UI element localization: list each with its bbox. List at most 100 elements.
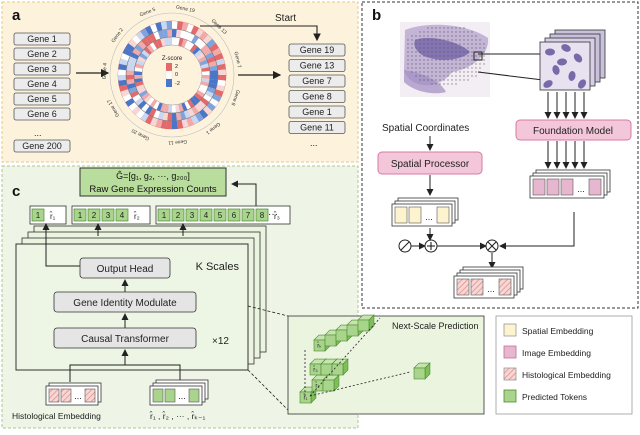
gene-label: Gene 5 xyxy=(27,94,57,104)
token-cube xyxy=(413,367,426,380)
patch-to-model-arrows xyxy=(544,92,588,119)
next-scale-cubes: r̂₁r̂₂r̂₃r̂ₖ xyxy=(299,314,431,404)
legend-label: Predicted Tokens xyxy=(522,392,587,402)
ordered-gene-box xyxy=(288,74,346,88)
model-to-embedding-arrows xyxy=(544,141,588,169)
histological-embedding-stack: ... xyxy=(453,266,524,299)
circos-gene-label: Gene 11 xyxy=(168,138,187,146)
hist-input-cell xyxy=(48,388,60,403)
patch-stack xyxy=(539,29,606,91)
predicted-token xyxy=(73,208,87,222)
circos-gene-label: Gene 8 xyxy=(229,89,240,107)
stack-dots: ... xyxy=(425,212,433,222)
gene-identity-box xyxy=(53,291,197,313)
token-cube xyxy=(331,363,344,376)
raw-counts-label: Raw Gene Expression Counts xyxy=(89,184,217,195)
predicted-token-label: 3 xyxy=(106,211,111,220)
histological-input-stack: ... xyxy=(45,382,102,406)
zoom-connector-top xyxy=(247,305,289,317)
scale-label: r̂₁ xyxy=(49,212,56,221)
tokens-to-counts-arrow xyxy=(231,180,257,213)
panel-a-letter: a xyxy=(12,7,21,24)
patch-zoom-line-bottom xyxy=(477,71,544,81)
tissue-image xyxy=(400,22,490,97)
circos-gene-label: Gene 7 xyxy=(232,51,242,69)
scale-input-cell xyxy=(164,388,176,403)
gene-box xyxy=(13,47,71,61)
patch-marker xyxy=(473,51,483,61)
gene-box-last xyxy=(13,139,71,153)
ordered-gene-label: Gene 7 xyxy=(302,76,332,86)
predicted-token-label: 3 xyxy=(190,211,195,220)
panel-b: b Spatial Coordinates Foundation Model xyxy=(361,1,639,309)
predicted-token-label: 5 xyxy=(218,211,223,220)
ordered-gene-label: Gene 11 xyxy=(300,123,334,133)
predicted-token-label: 2 xyxy=(176,211,181,220)
spot-grid xyxy=(407,27,485,85)
gene-label: Gene 1 xyxy=(27,34,57,44)
zscore-bar-white xyxy=(165,70,173,80)
token-cube xyxy=(346,324,359,337)
predicted-token xyxy=(241,208,255,222)
image-embedding-cell xyxy=(532,178,546,196)
cube-scale-label: r̂ₖ xyxy=(317,343,322,350)
zscore-bar-red xyxy=(166,63,172,71)
token-group-ellipsis: ··· xyxy=(268,209,278,220)
legend-swatch xyxy=(503,345,517,359)
output-head-label: Output Head xyxy=(97,264,154,275)
zscore-tick-0: 0 xyxy=(175,72,178,78)
zscore-title: Z-score xyxy=(162,56,183,62)
gene-label: Gene 6 xyxy=(27,109,57,119)
gene-box xyxy=(13,107,71,121)
start-arrow xyxy=(200,25,321,42)
scale-input-cell xyxy=(188,388,200,403)
ordered-gene-box xyxy=(288,90,346,103)
cube-scale-label: r̂₂ xyxy=(315,383,320,390)
predicted-token-label: 1 xyxy=(78,211,83,220)
token-cube xyxy=(322,379,335,392)
causal-transformer-label: Causal Transformer xyxy=(81,334,169,345)
spatial-coordinates-label: Spatial Coordinates xyxy=(382,123,469,134)
predicted-token xyxy=(115,208,129,222)
predicted-token xyxy=(227,208,241,222)
output-head-box xyxy=(79,257,171,279)
legend-box xyxy=(495,315,633,415)
image-embedding-cell xyxy=(560,178,574,196)
gene-label: Gene 2 xyxy=(27,49,57,59)
spatial-embedding-cell xyxy=(408,206,422,224)
hist-input-cell xyxy=(60,388,72,403)
predicted-token xyxy=(171,208,185,222)
ordered-gene-label: Gene 19 xyxy=(300,45,335,55)
image-embedding-stack: ... xyxy=(529,169,611,199)
predicted-token xyxy=(185,208,199,222)
right-gene-ellipsis: ... xyxy=(310,138,318,148)
stack-dots: ... xyxy=(74,391,82,401)
image-embedding-cell xyxy=(588,178,602,196)
foundation-model-box xyxy=(515,119,632,141)
legend-label: Spatial Embedding xyxy=(522,326,594,336)
gene-box xyxy=(13,62,71,76)
histological-embedding-cell xyxy=(456,278,470,296)
spatial-processor-box xyxy=(377,151,483,175)
spatial-embedding-stack: ... xyxy=(391,197,459,227)
image-embedding-cell xyxy=(546,178,560,196)
ordered-gene-label: Gene 13 xyxy=(300,61,335,71)
gene-box xyxy=(13,92,71,106)
predicted-token-label: 4 xyxy=(120,211,125,220)
head-to-token-line xyxy=(45,232,80,267)
causal-transformer-box xyxy=(53,327,197,349)
gene-identity-label: Gene Identity Modulate xyxy=(73,298,177,309)
predicted-token xyxy=(213,208,227,222)
gene-box xyxy=(13,77,71,91)
predicted-token xyxy=(199,208,213,222)
scale-input-cell xyxy=(152,388,164,403)
scale-input-label: r̂₁ , r̂₂ , ··· , r̂ₖ₋₁ xyxy=(149,410,206,421)
ordered-gene-label: Gene 1 xyxy=(302,107,332,117)
predicted-token-label: 7 xyxy=(246,211,251,220)
panel-c-letter: c xyxy=(12,183,20,200)
